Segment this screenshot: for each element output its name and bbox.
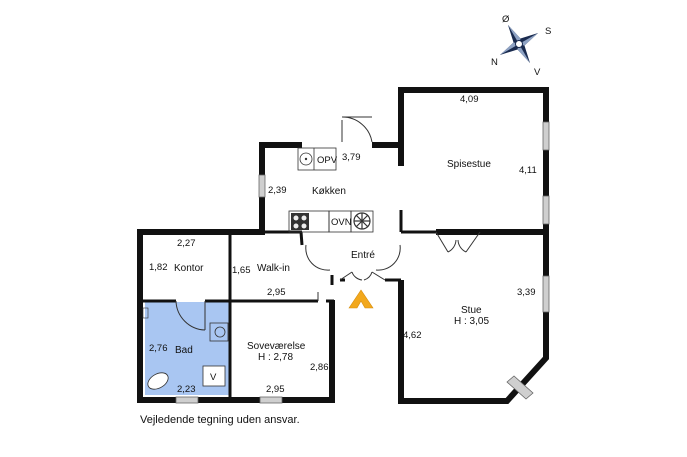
washbasin: [209, 322, 229, 342]
entry-arrow-icon: [348, 289, 374, 309]
room-kontor: Kontor: [174, 263, 204, 274]
compass-s: S: [545, 26, 551, 37]
sink-icon: [299, 152, 313, 166]
room-sovevaerelse-height: H : 2,78: [258, 352, 293, 363]
bath-fixtures: [142, 307, 229, 390]
room-walkin: Walk-in: [257, 263, 290, 274]
room-spisestue: Spisestue: [447, 159, 491, 170]
compass-v: V: [534, 67, 541, 78]
dim-spisestue-h: 4,11: [519, 165, 537, 176]
dim-kokken-h: 2,39: [268, 185, 287, 196]
room-stue: Stue: [461, 305, 482, 316]
interior-walls: [140, 210, 440, 400]
ovn-label: OVN: [331, 217, 352, 228]
compass-o: Ø: [502, 14, 510, 25]
dim-kokken-w: 3,79: [342, 152, 361, 163]
dim-stue-h: 3,39: [517, 287, 536, 298]
dim-spisestue-w: 4,09: [460, 94, 479, 105]
disclaimer: Vejledende tegning uden ansvar.: [140, 414, 300, 426]
door-swings: [175, 116, 481, 331]
dim-kontor-w: 2,27: [177, 238, 196, 249]
dim-walkin-h: 1,65: [232, 265, 251, 276]
hob-icon: [291, 213, 309, 230]
kitchen-fixtures: [288, 147, 374, 233]
compass-n: N: [491, 57, 498, 68]
washer-box: [202, 365, 226, 387]
room-entre: Entré: [351, 250, 375, 261]
dim-bad-h: 2,76: [149, 343, 168, 354]
toilet-icon: [147, 372, 169, 390]
dim-sove-h: 2,86: [310, 362, 329, 373]
sink-unit: [297, 147, 337, 171]
room-stue-height: H : 3,05: [454, 316, 489, 327]
room-sovevaerelse: Soveværelse: [247, 341, 306, 352]
dim-stue-left: 4,62: [403, 330, 422, 341]
dim-walkin-w: 2,95: [267, 287, 286, 298]
dim-kontor-h: 1,82: [149, 262, 168, 273]
opv-label: OPV: [317, 155, 338, 166]
room-kokken: Køkken: [312, 186, 346, 197]
outer-walls: [137, 87, 549, 404]
v-label: V: [210, 372, 217, 383]
compass-rose: N S V Ø: [491, 14, 551, 78]
windows: [175, 121, 550, 404]
room-bad: Bad: [175, 345, 193, 356]
washbasin-icon: [214, 326, 226, 338]
dim-sove-w: 2,95: [266, 384, 285, 395]
dim-bad-w: 2,23: [177, 384, 196, 395]
